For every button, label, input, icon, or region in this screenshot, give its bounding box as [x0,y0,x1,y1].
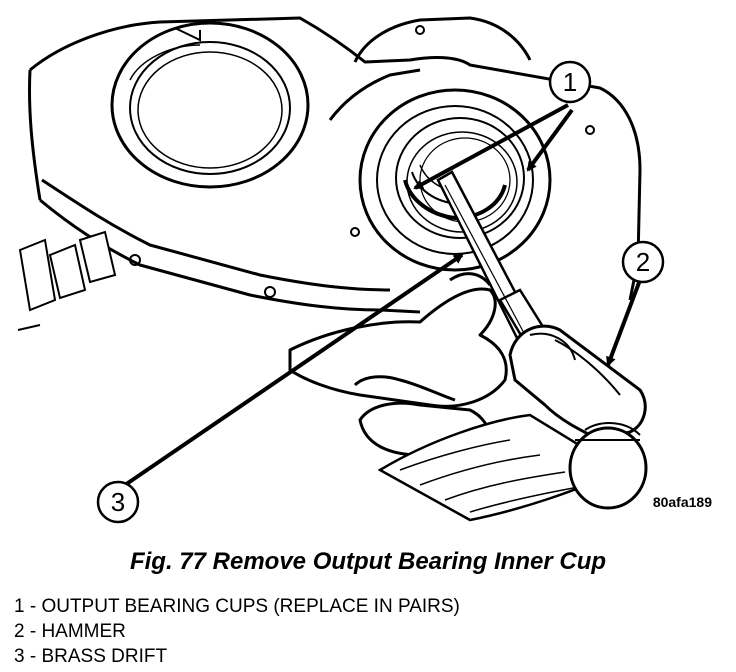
hammer [508,324,648,510]
callout-1-label: 1 [563,67,577,97]
callout-3-label: 3 [111,487,125,517]
callout-leaders [123,103,642,487]
housing-ribs [17,230,117,331]
callout-2-leader [606,279,642,367]
callout-2: 2 [621,240,665,284]
callout-2-label: 2 [636,247,650,277]
technical-illustration: 1 2 3 80afa189 [17,16,712,524]
callout-1-leader-b [526,108,574,172]
housing-bore-left [110,21,310,189]
callout-1: 1 [548,60,592,104]
legend-item: 3 - BRASS DRIFT [14,646,168,667]
callout-3: 3 [96,480,140,524]
figure-caption: Fig. 77 Remove Output Bearing Inner Cup [129,548,607,575]
legend-item: 1 - OUTPUT BEARING CUPS (REPLACE IN PAIR… [14,596,460,617]
legend-item: 2 - HAMMER [14,621,126,642]
callout-1-leader-a [413,103,569,190]
figure-code: 80afa189 [653,494,712,510]
legend-list: 1 - OUTPUT BEARING CUPS (REPLACE IN PAIR… [14,594,460,669]
callout-3-leader [123,253,464,487]
transfer-case-housing [27,16,642,314]
